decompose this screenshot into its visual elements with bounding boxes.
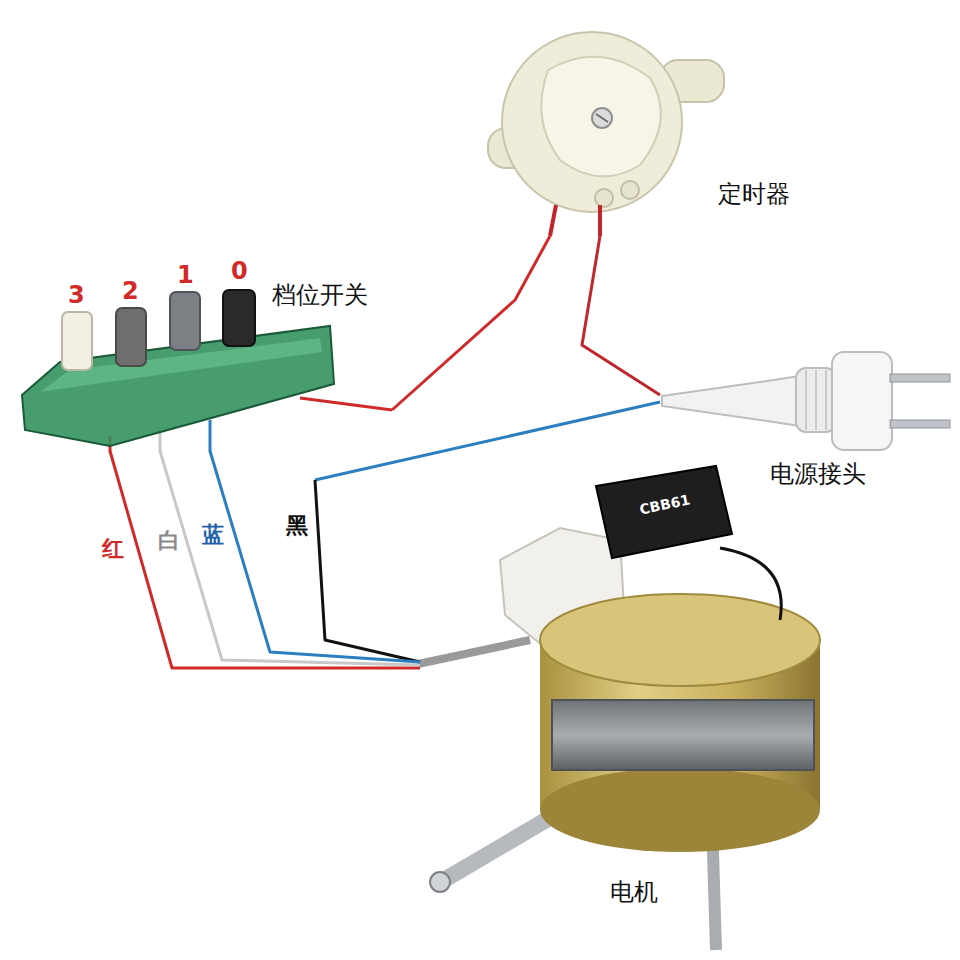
timer-pin <box>621 181 639 199</box>
capacitor <box>596 466 732 558</box>
timer-body <box>502 32 682 212</box>
motor-top <box>540 594 820 686</box>
timer-figure <box>488 32 724 236</box>
part-label: 电机 <box>610 878 658 907</box>
button-1 <box>170 292 200 350</box>
wire <box>210 451 420 662</box>
wire-segment <box>210 451 420 662</box>
plug-rib <box>815 370 817 430</box>
wire <box>160 451 420 665</box>
wire-color-label: 黑 <box>284 513 310 538</box>
motor-figure <box>418 466 820 950</box>
button-number: 2 <box>122 278 139 306</box>
capacitor-lead <box>720 548 781 620</box>
capacitor-marking: CBB61 <box>638 491 691 517</box>
button-number: 1 <box>177 262 194 290</box>
switch-figure <box>22 290 392 452</box>
wire-segment <box>392 236 550 410</box>
timer-pin <box>595 189 613 207</box>
wire-stub <box>300 398 392 410</box>
part-label: 定时器 <box>718 180 790 209</box>
button-number: 3 <box>68 282 85 310</box>
wire <box>392 236 550 410</box>
plug-head <box>832 352 892 450</box>
wire-segment <box>110 451 420 668</box>
timer-shaft <box>592 108 612 128</box>
wire-stub <box>598 205 602 236</box>
wire <box>110 451 420 668</box>
plug-cord <box>662 376 800 426</box>
wire-stub <box>550 205 556 236</box>
plug-figure <box>662 352 950 450</box>
wire-sleeve <box>418 640 530 664</box>
wire-segment <box>315 480 420 662</box>
wire-segment <box>315 402 660 480</box>
motor-bottom <box>540 768 820 852</box>
plug-prong <box>890 420 950 428</box>
wire-color-label: 红 <box>100 536 126 561</box>
stator <box>552 700 814 770</box>
timer-screw-slot <box>596 114 608 122</box>
part-label: 档位开关 <box>272 281 368 310</box>
shaft-end <box>430 872 450 892</box>
wire-color-label: 白 <box>156 528 182 553</box>
power-plug-box: 电源接头 <box>660 340 950 495</box>
plug-prong <box>890 374 950 382</box>
timer-box: 定时器 <box>480 20 810 236</box>
motor-box: 电机 <box>420 470 830 945</box>
plug-strain-relief <box>796 368 836 432</box>
button-number: 0 <box>231 258 248 286</box>
button-0 <box>223 290 255 346</box>
wire-color-label: 蓝 <box>200 522 226 547</box>
wire <box>315 402 660 662</box>
button-3 <box>62 312 92 370</box>
wire-segment <box>160 451 420 665</box>
timer-cam <box>541 57 661 177</box>
plug-rib <box>805 370 807 430</box>
wire <box>582 236 660 395</box>
wire-stub <box>209 420 212 452</box>
part-label: 电源接头 <box>770 460 866 489</box>
plug-rib <box>825 370 827 430</box>
button-2 <box>116 308 146 366</box>
wire-segment <box>582 236 660 395</box>
